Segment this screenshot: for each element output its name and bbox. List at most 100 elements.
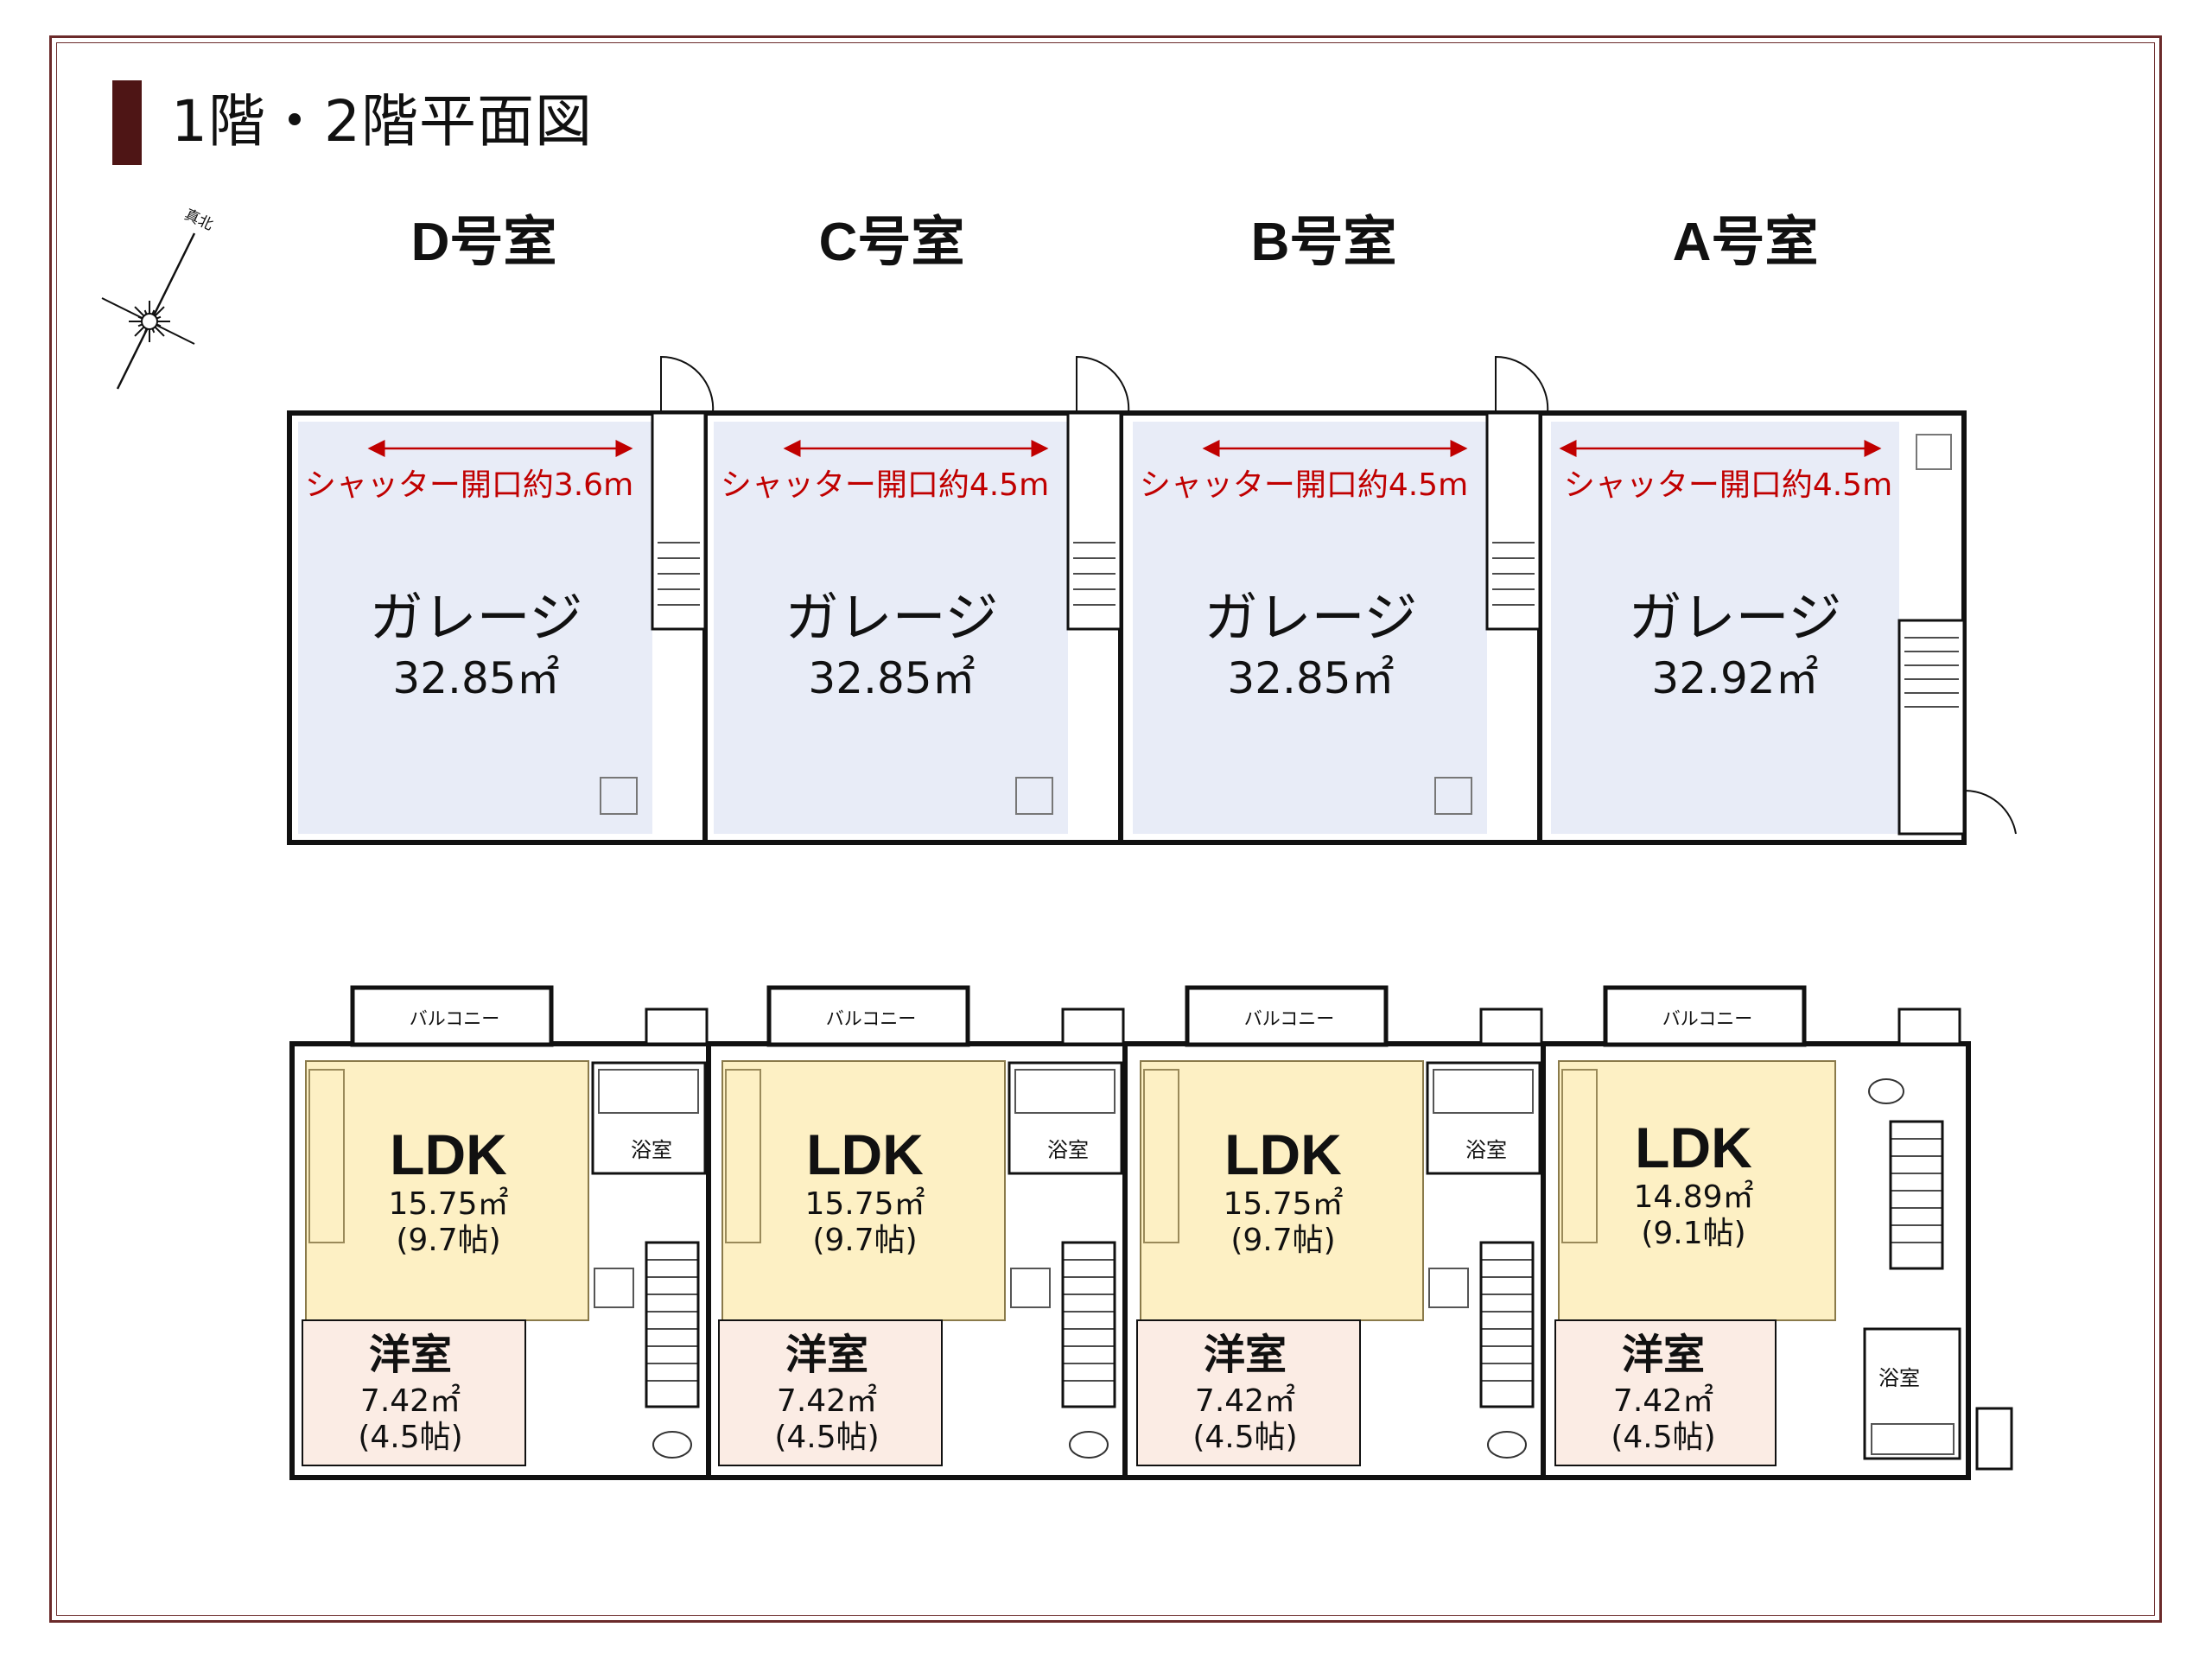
kitchen-counter (1143, 1069, 1179, 1243)
garage-label: ガレージ (1628, 586, 1842, 649)
western-room-area: 7.42㎡ (359, 1383, 461, 1419)
entry-stair-block (1066, 411, 1122, 631)
toilet-icon (1868, 1078, 1904, 1104)
balcony (350, 985, 554, 1047)
bathtub (1871, 1423, 1955, 1455)
western-room (1136, 1319, 1361, 1466)
garage-unit-2 (1133, 355, 1549, 842)
balcony (766, 985, 970, 1047)
staircase (1061, 1241, 1116, 1408)
unit-heading: B号室 (1250, 213, 1397, 272)
ldk-label: LDK (806, 1122, 924, 1186)
outdoor-unit (1061, 1007, 1125, 1046)
western-room-label: 洋室 (368, 1331, 453, 1379)
ldk-room (1558, 1060, 1836, 1321)
washer-pan (1010, 1268, 1051, 1308)
western-room-area: 7.42㎡ (776, 1383, 878, 1419)
balcony-label: バルコニー (409, 1008, 500, 1029)
ldk-area: 14.89㎡ (1633, 1179, 1754, 1215)
entry-stair-block (1897, 619, 1966, 836)
balcony-label: バルコニー (825, 1008, 917, 1029)
garage-floor (1551, 422, 1899, 834)
door-swing (660, 355, 715, 414)
ldk-tatami: (9.7帖) (812, 1223, 918, 1258)
western-room-area: 7.42㎡ (1194, 1383, 1296, 1419)
second-floor-outline (289, 1041, 1971, 1480)
outdoor-unit (1975, 1407, 2013, 1471)
toilet-icon (652, 1431, 692, 1459)
garage-area: 32.85㎡ (392, 653, 560, 703)
ldk-tatami: (9.7帖) (396, 1223, 501, 1258)
ldk-area: 15.75㎡ (804, 1186, 925, 1222)
sink-icon (1434, 777, 1472, 815)
staircase (1889, 1120, 1944, 1270)
ldk-label: LDK (390, 1122, 507, 1186)
compass-center (141, 313, 158, 330)
garage-area: 32.85㎡ (1227, 653, 1395, 703)
garage-floor (1133, 422, 1487, 834)
outdoor-unit (1479, 1007, 1543, 1046)
garage-label: ガレージ (1204, 586, 1418, 649)
western-room-tatami: (4.5帖) (1611, 1420, 1716, 1455)
sink-icon (1916, 434, 1952, 470)
washer-pan (1428, 1268, 1469, 1308)
western-room-tatami: (4.5帖) (1192, 1420, 1298, 1455)
sink-icon (600, 777, 638, 815)
staircase (1479, 1241, 1535, 1408)
garage-area: 32.92㎡ (1651, 653, 1819, 703)
shutter-opening-label: シャッター開口約4.5m (1139, 467, 1469, 503)
garage-floor (298, 422, 652, 834)
garage-unit-3 (1551, 422, 2017, 836)
kitchen-counter (1561, 1069, 1598, 1243)
western-room-area: 7.42㎡ (1612, 1383, 1714, 1419)
toilet-icon (1069, 1431, 1109, 1459)
western-room-tatami: (4.5帖) (774, 1420, 880, 1455)
western-room-label: 洋室 (1203, 1331, 1287, 1379)
door-swing (1963, 789, 2017, 835)
second-floor-unit-3 (1554, 985, 2013, 1471)
garage-label: ガレージ (785, 586, 999, 649)
ldk-label: LDK (1224, 1122, 1342, 1186)
western-room-label: 洋室 (785, 1331, 869, 1379)
bathroom (591, 1061, 707, 1175)
kitchen-counter (725, 1069, 761, 1243)
title-accent-bar (112, 80, 142, 165)
second-floor-unit-1 (718, 985, 1128, 1478)
ldk-tatami: (9.1帖) (1641, 1216, 1746, 1251)
second-floor-unit-0 (302, 985, 711, 1478)
ldk-area: 15.75㎡ (1223, 1186, 1344, 1222)
washer-pan (594, 1268, 634, 1308)
bathtub (598, 1069, 699, 1114)
ldk-area: 15.75㎡ (388, 1186, 509, 1222)
ldk-room (305, 1060, 589, 1321)
outdoor-unit (1897, 1007, 1961, 1046)
page-frame-outer (49, 35, 2162, 1623)
entry-stair-block (1485, 411, 1541, 631)
garage-label: ガレージ (369, 586, 583, 649)
ldk-label: LDK (1635, 1116, 1752, 1179)
sink-icon (1015, 777, 1053, 815)
staircase (645, 1241, 700, 1408)
western-room-tatami: (4.5帖) (358, 1420, 463, 1455)
western-room (302, 1319, 526, 1466)
unit-heading: D号室 (410, 213, 557, 272)
kitchen-counter (308, 1069, 345, 1243)
page-title: 1階・2階平面図 (171, 88, 593, 155)
western-room (718, 1319, 943, 1466)
bathroom (1426, 1061, 1541, 1175)
shutter-opening-label: シャッター開口約4.5m (1563, 467, 1893, 503)
door-swing (1076, 355, 1130, 414)
ldk-room (721, 1060, 1006, 1321)
bathroom-label: 浴室 (1878, 1366, 1920, 1390)
unit-heading: A号室 (1672, 213, 1819, 272)
western-room-label: 洋室 (1621, 1331, 1706, 1379)
outdoor-unit (645, 1007, 709, 1046)
balcony (1185, 985, 1389, 1047)
garage-area: 32.85㎡ (808, 653, 976, 703)
garage-unit-0 (298, 355, 715, 842)
compass-needle (116, 232, 196, 390)
ldk-tatami: (9.7帖) (1230, 1223, 1336, 1258)
page-frame-inner (56, 42, 2155, 1616)
balcony-label: バルコニー (1243, 1008, 1335, 1029)
